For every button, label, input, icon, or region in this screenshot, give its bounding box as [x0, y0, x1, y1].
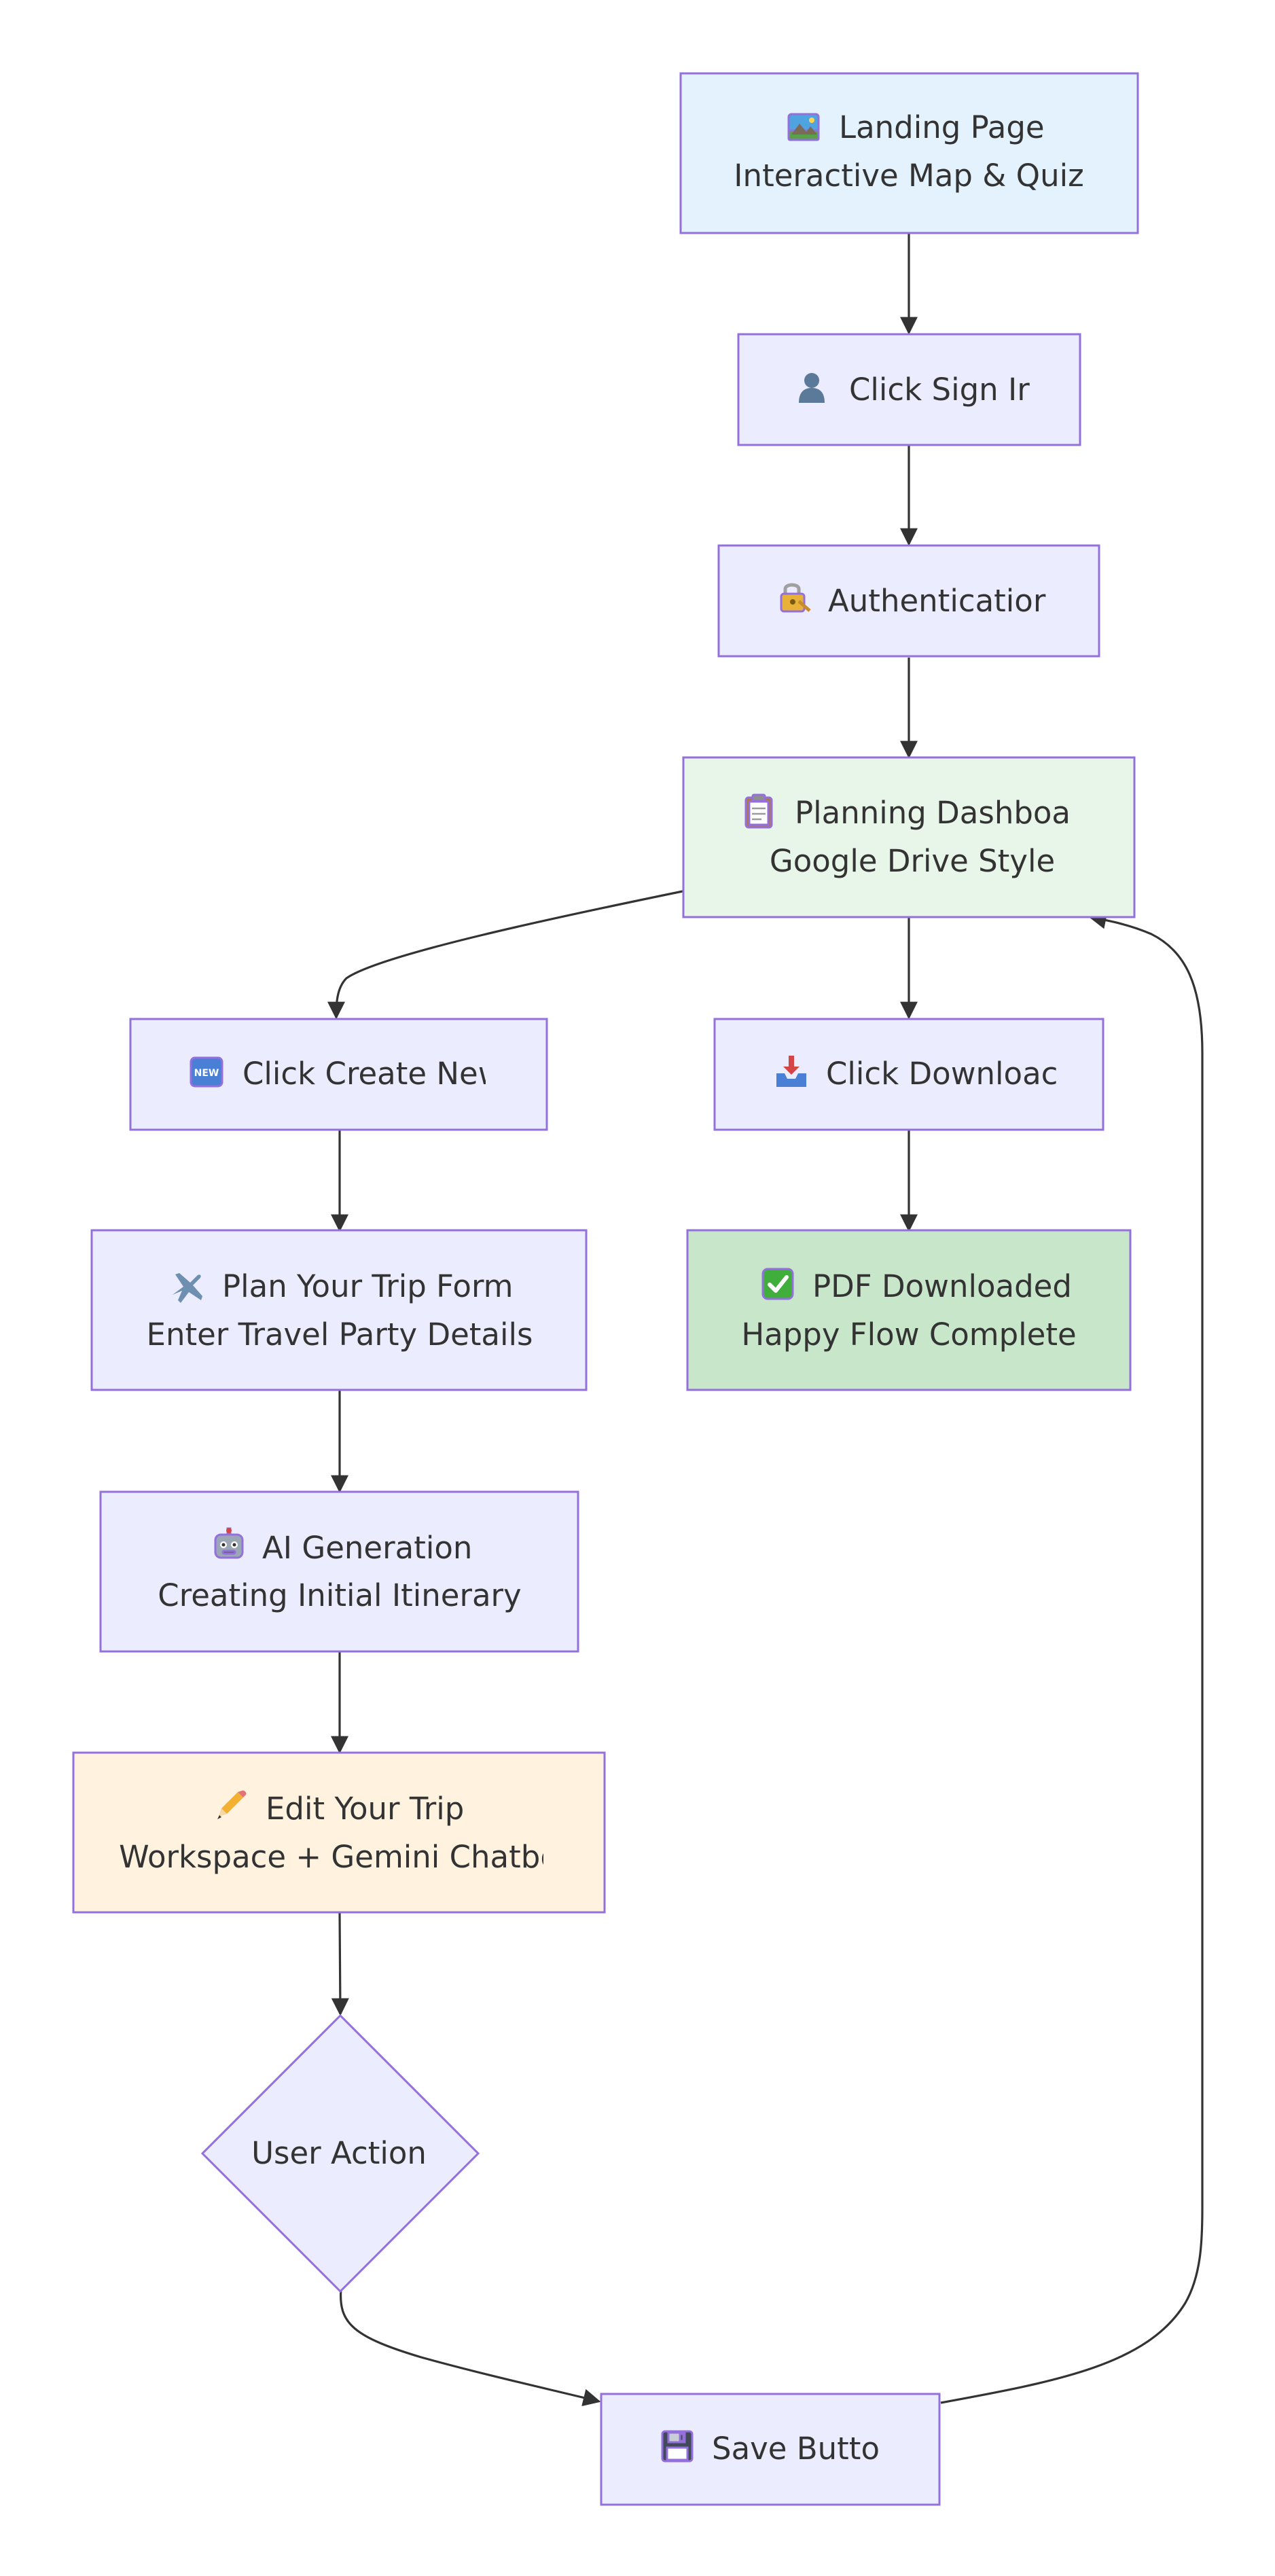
node-plan-your-trip-form: Plan Your Trip Form Enter Travel Party D… — [90, 1229, 588, 1391]
node-edit-your-trip: Edit Your Trip Workspace + Gemini Chatbo — [72, 1751, 606, 1914]
node-pdf-downloaded: PDF Downloaded Happy Flow Complete — [686, 1229, 1132, 1391]
node-planning-dashboard: Planning Dashboarc Google Drive Style — [682, 756, 1136, 918]
node-landing-page-subtitle: Interactive Map & Quiz — [734, 158, 1083, 194]
node-click-download-label: Click Downloac — [826, 1056, 1058, 1092]
node-user-action-diamond — [200, 2014, 480, 2293]
node-save-button-box — [600, 2393, 941, 2506]
node-ai-generation-subtitle: Creating Initial Itinerary — [158, 1577, 521, 1613]
new-button-icon: NEW — [190, 1056, 223, 1088]
clipboard-icon — [744, 793, 773, 829]
node-click-sign-in: Click Sign Ir — [737, 333, 1081, 446]
node-authentication: Authenticatior — [717, 544, 1100, 658]
node-ai-generation: AI Generation Creating Initial Itinerary — [99, 1490, 579, 1653]
node-pdf-downloaded-box — [686, 1229, 1132, 1391]
check-mark-button-icon — [761, 1268, 794, 1300]
node-click-create-new: NEW Click Create New — [129, 1018, 548, 1131]
edge-save-to-dashboard — [940, 911, 1204, 2404]
user-silhouette-icon — [799, 373, 825, 403]
node-plan-your-trip-form-subtitle: Enter Travel Party Details — [147, 1317, 533, 1353]
edge-decision-to-save — [339, 2288, 601, 2407]
node-plan-your-trip-form-title: Plan Your Trip Form — [222, 1268, 514, 1304]
lock-with-key-icon — [780, 583, 811, 613]
node-planning-dashboard-subtitle: Google Drive Style — [770, 843, 1055, 879]
new-button-icon-glyph: NEW — [194, 1068, 219, 1079]
node-click-create-new-label: Click Create New — [243, 1056, 503, 1092]
node-edit-your-trip-title: Edit Your Trip — [266, 1791, 464, 1827]
node-planning-dashboard-box — [682, 756, 1136, 918]
node-save-button: Save Buttor — [600, 2393, 941, 2506]
node-click-sign-in-label: Click Sign Ir — [849, 372, 1030, 408]
node-landing-page-box — [679, 72, 1139, 234]
node-click-download: Click Downloac — [713, 1018, 1105, 1131]
node-ai-generation-title: AI Generation — [262, 1530, 472, 1566]
node-edit-your-trip-subtitle: Workspace + Gemini Chatbo — [119, 1839, 559, 1875]
edges — [327, 233, 1204, 2407]
node-save-button-label: Save Buttor — [712, 2431, 893, 2467]
floppy-disk-icon — [661, 2430, 694, 2463]
node-planning-dashboard-title: Planning Dashboarc — [795, 795, 1099, 831]
pencil-icon — [217, 1790, 247, 1819]
node-plan-your-trip-form-box — [90, 1229, 588, 1391]
airplane-icon — [173, 1273, 202, 1303]
node-landing-page-title: Landing Page — [839, 109, 1045, 145]
robot-icon — [214, 1527, 244, 1559]
node-edit-your-trip-box — [72, 1751, 606, 1914]
node-ai-generation-box — [99, 1490, 579, 1653]
node-user-action-label: User Action — [251, 2135, 427, 2171]
landscape-picture-icon — [787, 113, 820, 141]
node-landing-page: Landing Page Interactive Map & Quiz — [679, 72, 1139, 234]
node-authentication-label: Authenticatior — [828, 583, 1046, 619]
node-click-sign-in-box — [737, 333, 1081, 446]
edge-dashboard-to-create — [327, 890, 683, 1020]
node-user-action-decision: User Action — [200, 2014, 480, 2293]
inbox-tray-icon — [776, 1056, 806, 1087]
node-pdf-downloaded-subtitle: Happy Flow Complete — [741, 1317, 1076, 1353]
node-pdf-downloaded-title: PDF Downloaded — [812, 1268, 1072, 1304]
